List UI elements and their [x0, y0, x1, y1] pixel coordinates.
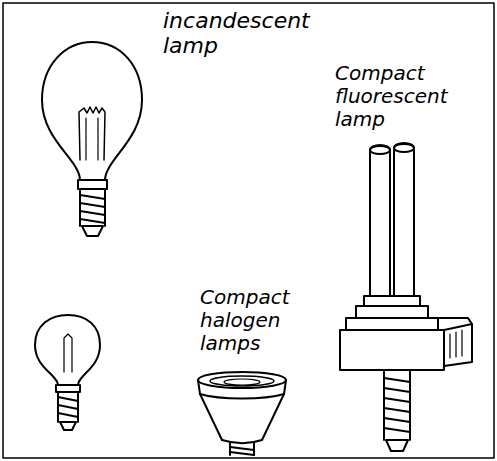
lamp-label: incandescent lamp — [163, 8, 328, 59]
compact-fluorescent-lamp — [340, 143, 472, 451]
halogen-reflector-lamp — [198, 372, 286, 455]
lamp-label: Compact fluorescent lamp — [335, 62, 485, 131]
frame — [3, 3, 494, 458]
lamp-label: Compact halogen lamps — [200, 286, 318, 355]
small-halogen-bulb — [35, 315, 100, 430]
incandescent-bulb — [42, 42, 142, 236]
